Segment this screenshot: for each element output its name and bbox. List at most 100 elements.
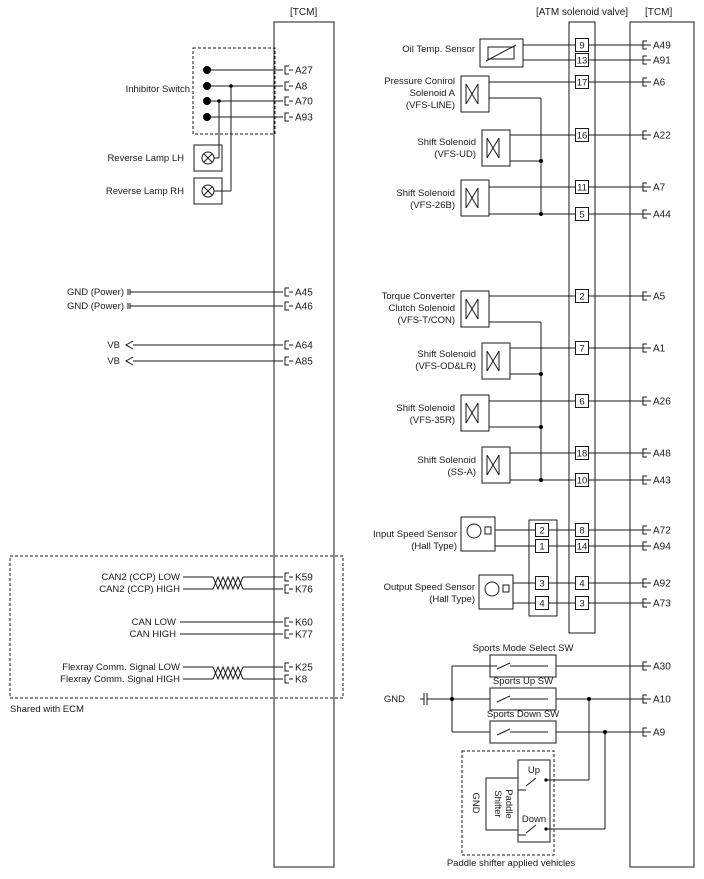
pin-label: A85 bbox=[295, 357, 313, 368]
terminal-box: 1 bbox=[535, 539, 549, 553]
sports-up-label: Sports Up SW bbox=[493, 676, 553, 687]
input-speed-sensor-icon bbox=[466, 523, 482, 539]
pin-label: A70 bbox=[295, 97, 313, 108]
pin-label: A10 bbox=[653, 695, 671, 706]
pin-label: K77 bbox=[295, 630, 313, 641]
pcsa-solenoid-box bbox=[460, 75, 490, 113]
terminal-number: 11 bbox=[577, 183, 587, 194]
paddle-switch-block bbox=[517, 759, 551, 843]
output-speed-label-2: (Hall Type) bbox=[429, 594, 475, 605]
terminal-number: 10 bbox=[577, 476, 588, 487]
pin-label: A7 bbox=[653, 183, 666, 194]
inhibitor-switch-label: Inhibitor Switch bbox=[126, 84, 190, 95]
connector-pin: A9 bbox=[642, 727, 666, 739]
odlr-label-2: (VFS-OD&LR) bbox=[415, 361, 476, 372]
26b-label-1: Shift Solenoid bbox=[396, 188, 455, 199]
connector-pin: K25 bbox=[284, 662, 313, 674]
terminal-box: 5 bbox=[575, 207, 589, 221]
terminal-number: 6 bbox=[579, 397, 584, 408]
oil-temp-sensor-box bbox=[479, 38, 524, 68]
connector-pin: A73 bbox=[642, 598, 671, 610]
terminal-box: 2 bbox=[535, 523, 549, 537]
pin-label: A9 bbox=[653, 728, 666, 739]
terminal-number: 2 bbox=[579, 292, 584, 303]
tcc-label-1: Torque Converter bbox=[382, 291, 455, 302]
connector-pin: A45 bbox=[284, 287, 313, 299]
connector-pin: A7 bbox=[642, 182, 666, 194]
35r-label-2: (VFS-35R) bbox=[410, 415, 455, 426]
pin-label: A22 bbox=[653, 131, 671, 142]
terminal-number: 2 bbox=[539, 526, 544, 537]
solenoid-icons bbox=[465, 83, 500, 476]
input-speed-label-2: (Hall Type) bbox=[411, 541, 457, 552]
shared-ecm-box bbox=[9, 555, 344, 699]
output-speed-sensor-box bbox=[478, 574, 514, 610]
terminal-number: 5 bbox=[579, 210, 584, 221]
connector-pin: K76 bbox=[284, 584, 313, 596]
connector-pin: A64 bbox=[284, 340, 313, 352]
reverse-lamp-lh-box bbox=[193, 144, 223, 172]
connector-pin: K8 bbox=[284, 674, 308, 686]
terminal-number: 13 bbox=[577, 56, 588, 67]
sports-down-label: Sports Down SW bbox=[487, 709, 559, 720]
speed-sensor-connector bbox=[528, 519, 558, 617]
pin-label: A48 bbox=[653, 449, 671, 460]
terminal-box: 13 bbox=[575, 53, 589, 67]
gnd-power-label-1: GND (Power) bbox=[67, 287, 124, 298]
connector-pin: A6 bbox=[642, 77, 666, 89]
ssa-label-2: (SS-A) bbox=[448, 467, 477, 478]
junction-dots bbox=[203, 66, 607, 831]
pin-label: A5 bbox=[653, 292, 666, 303]
gnd-power-label-2: GND (Power) bbox=[67, 301, 124, 312]
header-tcm-right: [TCM] bbox=[645, 7, 672, 18]
pin-label: A45 bbox=[295, 288, 313, 299]
terminal-box: 4 bbox=[535, 596, 549, 610]
tcm-right-block bbox=[629, 21, 695, 868]
26b-solenoid-box bbox=[460, 179, 490, 217]
flexray-low-label: Flexray Comm. Signal LOW bbox=[62, 662, 180, 673]
terminal-number: 14 bbox=[577, 542, 588, 553]
can2-low-label: CAN2 (CCP) LOW bbox=[101, 572, 180, 583]
pin-label: A91 bbox=[653, 56, 671, 67]
odlr-label-1: Shift Solenoid bbox=[417, 349, 476, 360]
paddle-shifter-label-1: Paddle bbox=[503, 789, 514, 819]
gnd-label: GND bbox=[384, 694, 405, 705]
output-speed-sensor-icon bbox=[484, 581, 500, 597]
paddle-shifter-box bbox=[461, 750, 555, 856]
tcc-label-2: Clutch Solenoid bbox=[388, 303, 455, 314]
reverse-lamp-lh-label: Reverse Lamp LH bbox=[107, 153, 184, 164]
connector-pin: A10 bbox=[642, 694, 671, 706]
pcsa-label-3: (VFS-LINE) bbox=[406, 100, 455, 111]
input-speed-sensor-box bbox=[460, 516, 496, 552]
output-speed-label-1: Output Speed Sensor bbox=[384, 582, 475, 593]
terminal-number: 18 bbox=[577, 449, 588, 460]
connector-pin: A43 bbox=[642, 475, 671, 487]
paddle-shifter-label-2: Shifter bbox=[492, 790, 503, 817]
pin-label: K25 bbox=[295, 663, 313, 674]
terminal-number: 8 bbox=[579, 526, 584, 537]
terminal-box: 6 bbox=[575, 394, 589, 408]
paddle-down-label: Down bbox=[522, 814, 546, 825]
terminal-number: 4 bbox=[539, 599, 544, 610]
terminal-box: 10 bbox=[575, 473, 589, 487]
terminal-box: 9 bbox=[575, 38, 589, 52]
terminal-number: 7 bbox=[579, 344, 584, 355]
pin-label: A46 bbox=[295, 302, 313, 313]
connector-pin: A48 bbox=[642, 448, 671, 460]
pin-label: A6 bbox=[653, 78, 666, 89]
terminal-box: 2 bbox=[575, 289, 589, 303]
connector-pin: A5 bbox=[642, 291, 666, 303]
terminal-box: 18 bbox=[575, 446, 589, 460]
connector-pin: A70 bbox=[284, 96, 313, 108]
connector-pin: A93 bbox=[284, 112, 313, 124]
connector-pin: K59 bbox=[284, 572, 313, 584]
can2-high-label: CAN2 (CCP) HIGH bbox=[99, 584, 180, 595]
pin-label: A27 bbox=[295, 66, 313, 77]
ud-solenoid-box bbox=[481, 129, 511, 167]
terminal-box: 11 bbox=[575, 180, 589, 194]
connector-pin: A26 bbox=[642, 396, 671, 408]
reverse-lamp-rh-label: Reverse Lamp RH bbox=[106, 186, 184, 197]
pcsa-label-2: Solenoid A bbox=[410, 88, 456, 99]
paddle-up-label: Up bbox=[528, 765, 540, 776]
connector-pin: A22 bbox=[642, 130, 671, 142]
